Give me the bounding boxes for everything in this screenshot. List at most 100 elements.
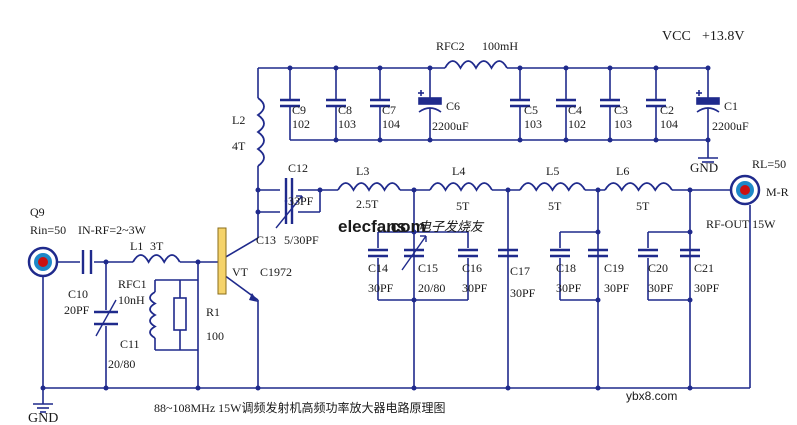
capacitor-c21 xyxy=(680,248,700,258)
capacitor-c5 xyxy=(510,68,530,140)
l6-label: L6 xyxy=(616,164,629,178)
l2-value: 4T xyxy=(232,139,246,153)
c14-value: 30PF xyxy=(368,281,394,295)
c17-label: C17 xyxy=(510,264,530,278)
watermark-elecfans: elecfans .com 电子发烧友 xyxy=(338,217,485,236)
inductor-l4 xyxy=(429,182,493,192)
c5-value: 103 xyxy=(524,117,542,131)
capacitor-c2 xyxy=(646,68,666,140)
inductor-l6 xyxy=(604,182,673,192)
voltage-label: +13.8V xyxy=(702,29,745,44)
inductor-rfc1 xyxy=(149,291,157,339)
c2-label: C2 xyxy=(660,103,674,117)
c19-label: C19 xyxy=(604,261,624,275)
capacitor-c12 xyxy=(284,178,294,202)
capacitor-c16 xyxy=(458,248,478,258)
in-rf-label: IN-RF=2~3W xyxy=(78,223,147,237)
c20-value: 30PF xyxy=(648,281,674,295)
c2-value: 104 xyxy=(660,117,678,131)
c4-label: C4 xyxy=(568,103,582,117)
capacitor-c7 xyxy=(370,68,390,140)
ground-symbol-left xyxy=(33,403,53,413)
c11-label: C11 xyxy=(120,337,140,351)
inductor-l1 xyxy=(132,254,181,264)
l1-value: 3T xyxy=(150,239,164,253)
capacitor-c18 xyxy=(550,248,570,258)
l1-label: L1 xyxy=(130,239,143,253)
inductor-l5 xyxy=(519,182,586,192)
c20-label: C20 xyxy=(648,261,668,275)
rfc2-value: 100mH xyxy=(482,39,518,53)
transistor-part: C1972 xyxy=(260,265,292,279)
l3-value: 2.5T xyxy=(356,197,379,211)
c4-value: 102 xyxy=(568,117,586,131)
resistor-r1 xyxy=(173,297,187,331)
c19-value: 30PF xyxy=(604,281,630,295)
junction-dots xyxy=(40,65,711,391)
capacitor-c9 xyxy=(280,68,300,140)
c16-value: 30PF xyxy=(462,281,488,295)
rl-label: RL=50 xyxy=(752,157,786,171)
rfc1-label: RFC1 xyxy=(118,277,147,291)
watermark-elecfans-text: elecfans xyxy=(338,217,406,236)
capacitor-c6 xyxy=(418,68,442,140)
c7-value: 104 xyxy=(382,117,400,131)
c8-label: C8 xyxy=(338,103,352,117)
gnd-top-label: GND xyxy=(690,160,718,175)
c6-label: C6 xyxy=(446,99,460,113)
c5-label: C5 xyxy=(524,103,538,117)
c10-label: C10 xyxy=(68,287,88,301)
l6-value: 5T xyxy=(636,199,650,213)
c3-label: C3 xyxy=(614,103,628,117)
vcc-label: VCC xyxy=(662,29,691,44)
watermark-dotcom: .com xyxy=(386,217,426,236)
c17-value: 30PF xyxy=(510,286,536,300)
c7-label: C7 xyxy=(382,103,396,117)
c18-value: 30PF xyxy=(556,281,582,295)
c21-label: C21 xyxy=(694,261,714,275)
c8-value: 103 xyxy=(338,117,356,131)
c12-value: 33PF xyxy=(288,194,314,208)
capacitor-c3 xyxy=(600,68,620,140)
c1-value: 2200uF xyxy=(712,119,749,133)
inductor-l2 xyxy=(256,97,265,167)
r1-value: 100 xyxy=(206,329,224,343)
watermark-site: ybx8.com xyxy=(626,389,677,403)
c9-value: 102 xyxy=(292,117,310,131)
c21-value: 30PF xyxy=(694,281,720,295)
capacitor-c1 xyxy=(696,68,720,140)
c1-label: C1 xyxy=(724,99,738,113)
c10-value: 20PF xyxy=(64,303,90,317)
capacitor-c15 xyxy=(401,235,427,271)
ground-symbol-top-right xyxy=(698,157,718,163)
capacitor-c10 xyxy=(81,250,93,274)
output-connector-m-r xyxy=(729,174,761,206)
c15-value: 20/80 xyxy=(418,281,445,295)
c16-label: C16 xyxy=(462,261,482,275)
c13-label: C13 xyxy=(256,233,276,247)
l3-label: L3 xyxy=(356,164,369,178)
c9-label: C9 xyxy=(292,103,306,117)
l5-value: 5T xyxy=(548,199,562,213)
c12-label: C12 xyxy=(288,161,308,175)
input-connector-q9 xyxy=(27,246,59,278)
l4-label: L4 xyxy=(452,164,465,178)
rin-label: Rin=50 xyxy=(30,223,66,237)
c3-value: 103 xyxy=(614,117,632,131)
q9-label: Q9 xyxy=(30,205,45,219)
c15-label: C15 xyxy=(418,261,438,275)
inductor-l3 xyxy=(337,182,401,192)
watermark-cn: 电子发烧友 xyxy=(418,219,485,234)
c13-value: 5/30PF xyxy=(284,233,319,247)
l2-label: L2 xyxy=(232,113,245,127)
wires xyxy=(42,67,751,404)
capacitor-c19 xyxy=(588,248,608,258)
l5-label: L5 xyxy=(546,164,559,178)
rf-out-label: RF-OUT 15W xyxy=(706,217,776,231)
rfc2-label: RFC2 xyxy=(436,39,465,53)
capacitor-c17 xyxy=(498,248,518,258)
capacitor-c11 xyxy=(94,299,118,337)
c14-label: C14 xyxy=(368,261,388,275)
